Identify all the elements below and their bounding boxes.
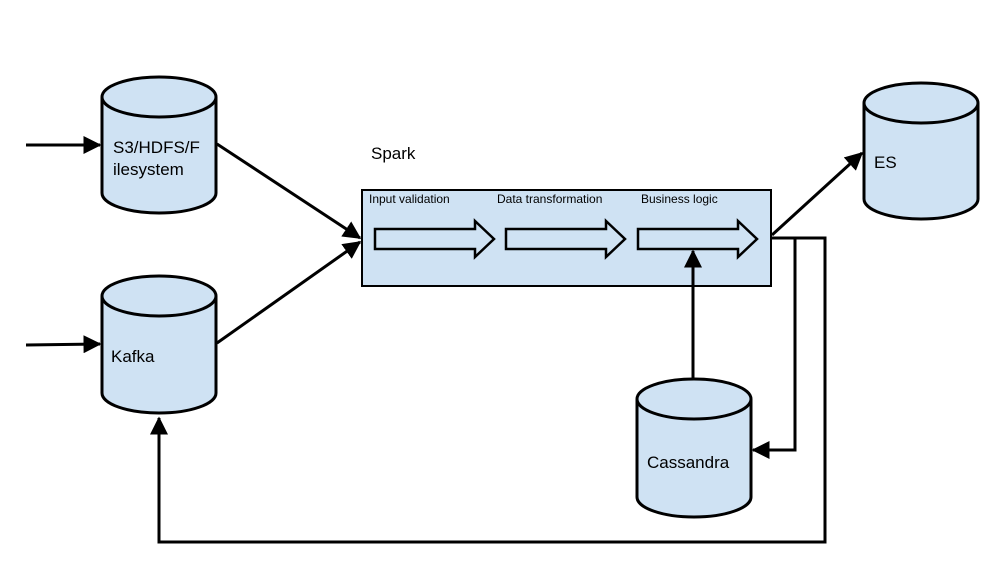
kafka-label: Kafka xyxy=(111,347,155,366)
arrow-spark-to-cassandra xyxy=(751,236,797,459)
kafka-node: Kafka xyxy=(100,274,218,415)
stage-arrow-data-transformation xyxy=(504,218,627,260)
arrow-spark-to-kafka-feedback xyxy=(150,236,827,544)
cassandra-cylinder-body xyxy=(635,399,753,519)
es-node: ES xyxy=(862,81,980,221)
spark-processing-box: Input validation Data transformation Bus… xyxy=(361,189,772,287)
kafka-cylinder-top xyxy=(100,274,218,318)
arrow-kafka-to-spark xyxy=(216,240,362,345)
cassandra-label: Cassandra xyxy=(647,453,730,472)
s3-label-line1: S3/HDFS/F xyxy=(113,138,200,157)
es-cylinder-top xyxy=(862,81,980,125)
connectors xyxy=(25,136,864,544)
es-cylinder-body xyxy=(862,103,980,221)
s3-cylinder-top xyxy=(100,75,218,119)
s3-hdfs-filesystem-node: S3/HDFS/F ilesystem xyxy=(100,75,218,215)
stage-arrow-input-validation xyxy=(373,218,496,260)
input-arrow-to-kafka xyxy=(25,335,102,354)
stage-label-business-logic: Business logic xyxy=(641,192,718,206)
cassandra-cylinder-top xyxy=(635,377,753,421)
kafka-cylinder-body xyxy=(100,296,218,415)
spark-title: Spark xyxy=(371,144,416,163)
stage-label-data-transformation: Data transformation xyxy=(497,192,602,206)
cassandra-node: Cassandra xyxy=(635,377,753,519)
s3-label-line2: ilesystem xyxy=(113,160,184,179)
stage-label-input-validation: Input validation xyxy=(369,192,450,206)
stage-arrow-business-logic xyxy=(636,218,759,260)
s3-cylinder-body xyxy=(100,97,218,215)
arrow-s3-to-spark xyxy=(216,142,362,240)
es-label: ES xyxy=(874,153,897,172)
arrow-spark-to-es xyxy=(770,151,864,237)
